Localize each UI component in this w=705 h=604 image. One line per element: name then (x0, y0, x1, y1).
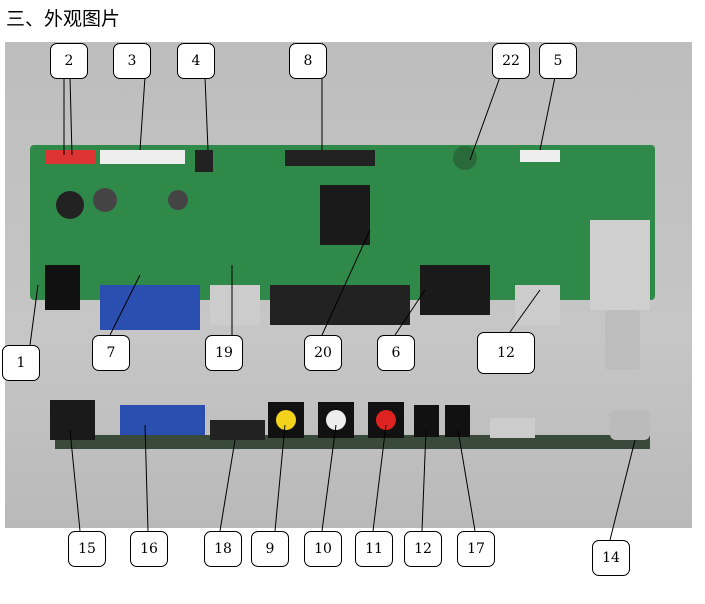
callout-18: 18 (204, 531, 242, 567)
callout-16: 16 (130, 531, 168, 567)
callout-19: 19 (205, 335, 243, 371)
callout-6: 6 (377, 335, 415, 371)
callout-7: 7 (92, 335, 130, 371)
pcb-side-view (55, 435, 650, 449)
callout-10: 10 (304, 531, 342, 567)
connector-white (100, 150, 185, 164)
callout-1: 1 (2, 345, 40, 381)
heatsink (320, 185, 370, 245)
callout-8: 8 (289, 43, 327, 79)
callout-15: 15 (68, 531, 106, 567)
section-title: 三、外观图片 (6, 8, 121, 30)
callout-11: 11 (355, 531, 393, 567)
callout-9: 9 (251, 531, 289, 567)
leader-lines (29, 76, 636, 541)
callout-3: 3 (113, 43, 151, 79)
callout-14: 14 (592, 540, 630, 576)
vga-port (100, 285, 200, 330)
callout-5: 5 (539, 43, 577, 79)
tuner (590, 220, 650, 310)
callout-12-top: 12 (477, 332, 535, 374)
callout-22: 22 (492, 43, 530, 79)
callout-20: 20 (304, 335, 342, 371)
callout-4: 4 (177, 43, 215, 79)
callout-2: 2 (50, 43, 88, 79)
pin-header (285, 150, 375, 166)
connector-red (45, 150, 95, 164)
callout-12-bottom: 12 (404, 531, 442, 567)
callout-17: 17 (457, 531, 495, 567)
